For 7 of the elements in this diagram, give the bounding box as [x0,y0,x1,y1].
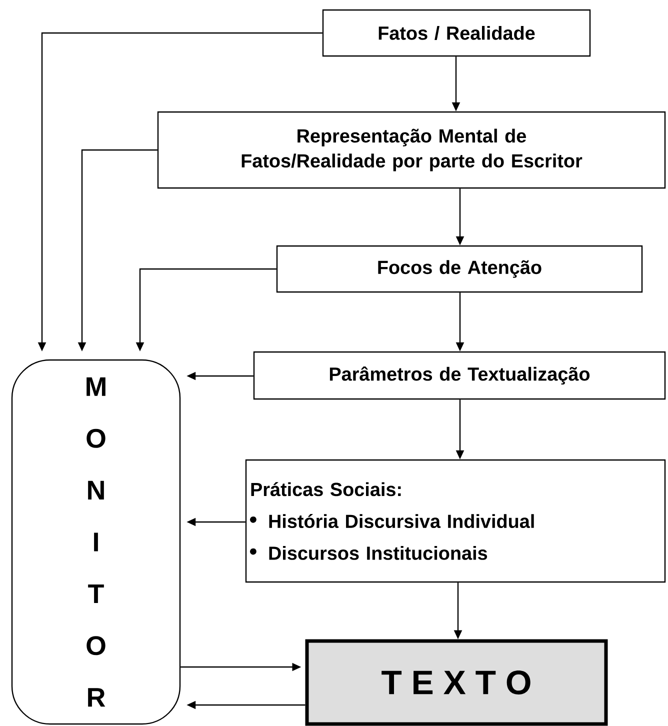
process-box: Fatos / Realidade [322,9,591,57]
monitor-box: M O N I T O R [11,359,181,725]
list-box: Práticas Sociais: História Discursiva Individual Discursos Institucionais [245,459,666,583]
process-box: Focos de Atenção [276,245,643,293]
result-box: T E X T O [305,639,608,726]
process-box: Representação Mental de Fatos/Realidade por parte do Escritor [157,111,666,189]
process-box: Parâmetros de Textualização [253,351,666,400]
